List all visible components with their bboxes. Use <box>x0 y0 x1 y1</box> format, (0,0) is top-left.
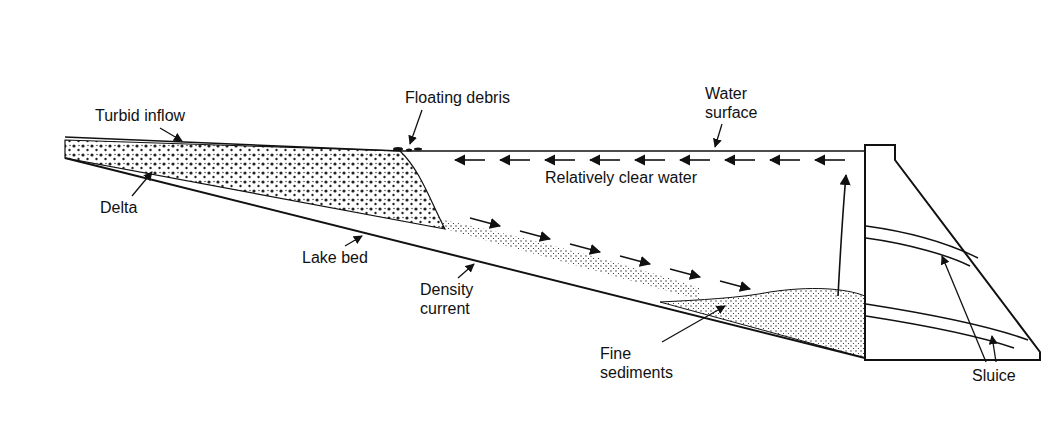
circulation-arrows <box>455 160 846 296</box>
label-text: Sluice <box>972 366 1016 385</box>
label-text: Floating debris <box>405 88 510 107</box>
delta-deposit <box>65 140 445 229</box>
lake-bed-line <box>65 158 865 358</box>
label-text: Lake bed <box>302 248 368 267</box>
leader-lines <box>132 110 996 362</box>
label-text: Relatively clear water <box>545 168 697 187</box>
dam-body <box>865 145 1040 360</box>
floating-debris <box>393 147 422 152</box>
sluice-pipes <box>866 226 1028 348</box>
label-text: Fine sediments <box>600 344 682 382</box>
water-surface-line <box>400 150 866 152</box>
inflow-surface <box>65 137 400 151</box>
label-text: Delta <box>100 198 137 217</box>
label-text: Water surface <box>705 84 777 122</box>
fine-sediment-deposit <box>660 289 865 358</box>
density-current-band <box>440 219 700 300</box>
label-text: Density current <box>420 280 496 318</box>
label-text: Turbid inflow <box>95 106 185 125</box>
